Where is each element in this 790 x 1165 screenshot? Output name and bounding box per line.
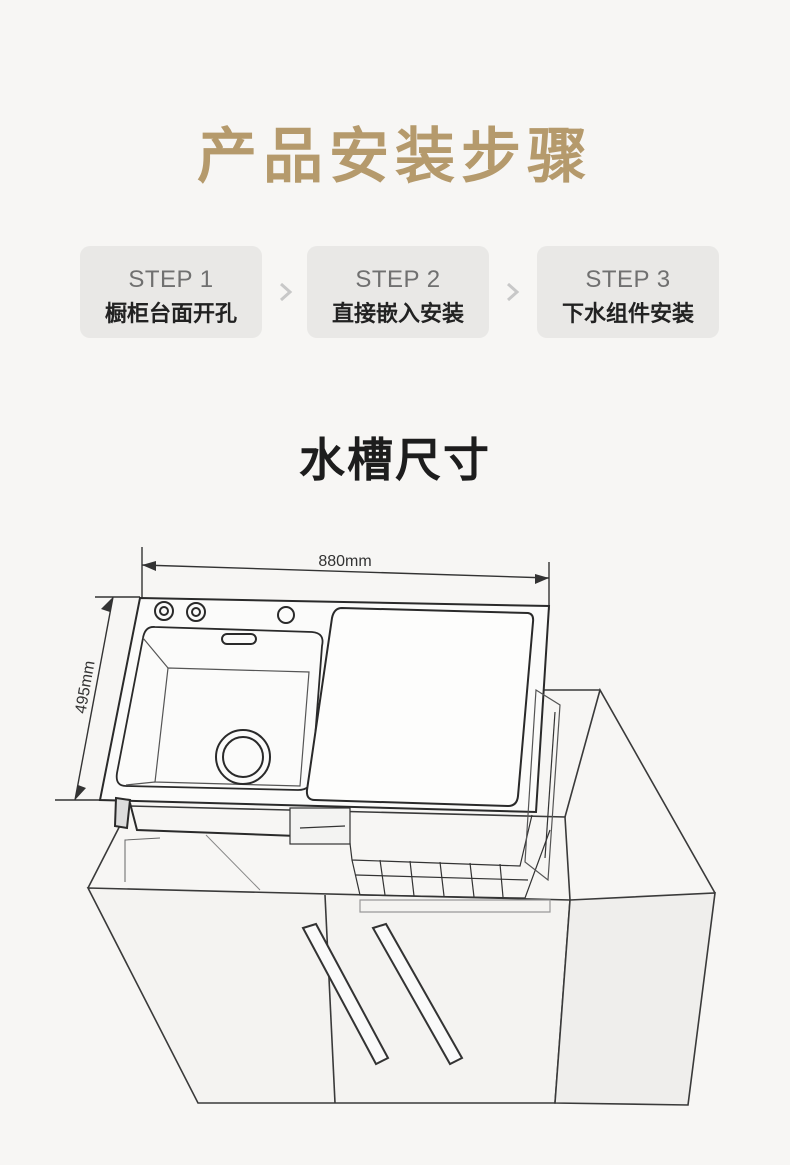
step-number: STEP 3 xyxy=(585,266,671,293)
step-number: STEP 2 xyxy=(355,266,441,293)
right-cover xyxy=(305,606,535,808)
chevron-right-icon xyxy=(280,282,293,302)
step-label: 橱柜台面开孔 xyxy=(104,301,237,326)
step-label: 直接嵌入安装 xyxy=(331,301,464,326)
step-number: STEP 1 xyxy=(128,266,214,293)
step-label: 下水组件安装 xyxy=(561,301,694,326)
depth-dimension xyxy=(55,596,140,801)
width-dimension-label: 880mm xyxy=(318,553,371,570)
overflow-slot xyxy=(221,633,257,645)
chevron-right-icon xyxy=(507,282,520,302)
step-card-2[interactable]: STEP 2 直接嵌入安装 xyxy=(307,246,489,338)
drain-icon xyxy=(215,729,271,785)
page-title: 产品安装步骤 xyxy=(197,122,593,192)
left-basin xyxy=(115,626,324,791)
cabinet-handles xyxy=(301,922,464,1066)
drain-pipe xyxy=(289,807,351,845)
depth-dimension-label: 495mm xyxy=(73,659,99,715)
step-card-3[interactable]: STEP 3 下水组件安装 xyxy=(537,246,719,338)
step-list: STEP 1 橱柜台面开孔 STEP 2 直接嵌入安装 STEP 3 下水组件安… xyxy=(0,246,790,338)
faucet-holes xyxy=(154,601,295,624)
step-card-1[interactable]: STEP 1 橱柜台面开孔 xyxy=(80,246,262,338)
section-title: 水槽尺寸 xyxy=(299,434,491,486)
sink-dimension-drawing: 880mm 495mm xyxy=(55,547,716,1106)
width-dimension xyxy=(141,547,550,610)
